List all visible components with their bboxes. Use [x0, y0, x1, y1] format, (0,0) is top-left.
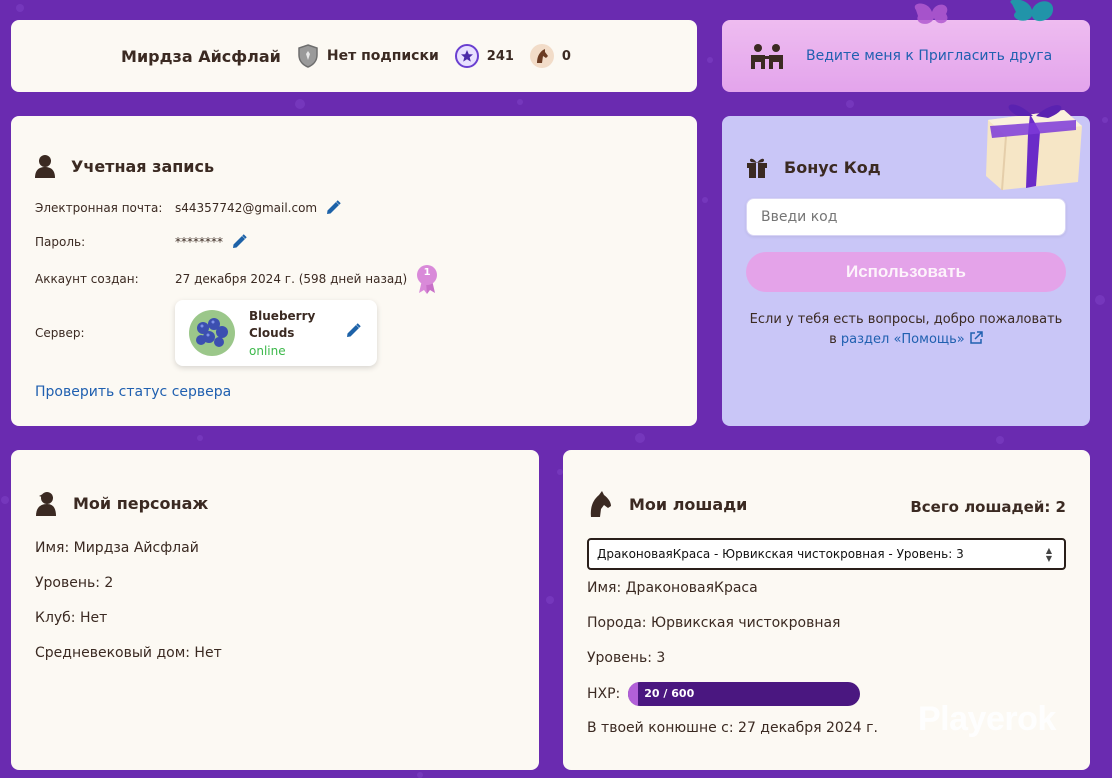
created-row: Аккаунт создан: 27 декабря 2024 г. (598 …: [35, 264, 439, 294]
subscription-label: Нет подписки: [326, 48, 439, 64]
email-value: s44357742@gmail.com: [175, 201, 318, 215]
character-level: Уровень: 2: [35, 575, 114, 591]
check-status-row: Проверить статус сервера: [35, 384, 231, 400]
person-icon: [35, 155, 55, 178]
user-bar: Мирдза Айсфлай Нет подписки 241 0: [11, 20, 697, 92]
shield-icon: [298, 44, 318, 68]
horseshoes-counter: 0: [529, 44, 571, 68]
password-value: ********: [175, 235, 223, 249]
horse-breed: Порода: Юрвикская чистокровная: [587, 615, 841, 631]
help-prefix: в: [829, 332, 837, 347]
horse-select[interactable]: ДраконоваяКраса - Юрвикская чистокровная…: [587, 538, 1066, 570]
watermark-logo: Playerok: [918, 700, 1056, 738]
hxp-progress-bar: 20 / 600: [628, 682, 861, 706]
character-card: Мой персонаж Имя: Мирдза Айсфлай Уровень…: [11, 450, 539, 770]
bonus-code-card: Бонус Код Использовать Если у тебя есть …: [722, 116, 1090, 426]
edit-password-pencil-icon[interactable]: [231, 234, 247, 250]
horses-title: Мои лошади: [629, 494, 748, 514]
bonus-title: Бонус Код: [784, 157, 881, 177]
stars-value: 241: [486, 48, 514, 64]
help-section-link[interactable]: раздел «Помощь»: [840, 332, 965, 347]
hxp-progress-fill: [628, 682, 638, 706]
character-club: Клуб: Нет: [35, 610, 108, 626]
server-label: Сервер:: [35, 326, 85, 340]
select-arrows-icon: ▲▼: [1045, 546, 1052, 563]
account-title-row: Учетная запись: [35, 154, 673, 178]
horse-head-icon: [529, 44, 554, 68]
account-card: Учетная запись Электронная почта: s44357…: [11, 116, 697, 426]
hxp-label: HXP:: [587, 686, 621, 702]
blueberry-server-icon: [189, 310, 235, 356]
gift-box-decoration: [986, 104, 1082, 191]
horse-name: Имя: ДраконоваяКраса: [587, 580, 758, 596]
invite-friend-banner[interactable]: Ведите меня к Пригласить друга: [722, 20, 1090, 92]
check-server-status-link[interactable]: Проверить статус сервера: [35, 384, 232, 400]
use-code-button[interactable]: Использовать: [746, 252, 1066, 292]
created-value: 27 декабря 2024 г. (598 дней назад): [175, 272, 408, 286]
server-row: Сервер: Blueberry Clouds online: [35, 300, 377, 366]
subscription-status: Нет подписки: [297, 44, 439, 68]
horse-head-icon: [590, 491, 611, 517]
hxp-row: HXP: 20 / 600: [587, 682, 861, 706]
password-label: Пароль:: [35, 235, 86, 249]
horse-select-value: ДраконоваяКраса - Юрвикская чистокровная…: [597, 547, 964, 561]
username: Мирдза Айсфлай: [121, 46, 281, 66]
edit-email-pencil-icon[interactable]: [325, 200, 341, 216]
horseshoes-value: 0: [561, 48, 571, 64]
password-row: Пароль: ********: [35, 234, 247, 250]
character-house: Средневековый дом: Нет: [35, 645, 222, 661]
hxp-progress-text: 20 / 600: [644, 687, 695, 700]
character-title-row: Мой персонаж: [35, 490, 515, 516]
server-status: online: [249, 344, 286, 358]
edit-server-pencil-icon[interactable]: [345, 323, 361, 339]
character-title: Мой персонаж: [73, 493, 209, 513]
badge-number: 1: [423, 267, 431, 278]
created-label: Аккаунт создан:: [35, 272, 139, 286]
bonus-code-input[interactable]: [746, 198, 1066, 236]
external-link-icon[interactable]: [969, 331, 983, 345]
email-row: Электронная почта: s44357742@gmail.com: [35, 200, 341, 216]
server-name-line1: Blueberry: [249, 309, 316, 323]
horse-since: В твоей конюшне с: 27 декабря 2024 г.: [587, 720, 878, 736]
gift-icon: [747, 158, 767, 178]
star-icon: [454, 44, 479, 68]
help-text: Если у тебя есть вопросы, добро пожалова…: [749, 312, 1063, 327]
bonus-title-row: Бонус Код: [746, 156, 1066, 178]
character-name: Имя: Мирдза Айсфлай: [35, 540, 199, 556]
invite-friend-link[interactable]: Ведите меня к Пригласить друга: [806, 48, 1053, 64]
total-horses: Всего лошадей: 2: [910, 498, 1066, 516]
butterfly-decoration: [914, 0, 1054, 24]
horses-title-row: Мои лошади: [587, 490, 1066, 518]
server-card[interactable]: Blueberry Clouds online: [175, 300, 377, 366]
server-name-line2: Clouds: [249, 326, 295, 340]
horses-card: Мои лошади Всего лошадей: 2 ДраконоваяКр…: [563, 450, 1090, 770]
anniversary-badge-icon: 1: [415, 264, 439, 294]
account-title: Учетная запись: [71, 156, 215, 176]
stars-counter: 241: [454, 44, 514, 68]
help-text-block: Если у тебя есть вопросы, добро пожалова…: [746, 310, 1066, 350]
friends-icon: [751, 44, 783, 69]
character-silhouette-icon: [36, 492, 56, 516]
email-label: Электронная почта:: [35, 201, 163, 215]
horse-level: Уровень: 3: [587, 650, 666, 666]
